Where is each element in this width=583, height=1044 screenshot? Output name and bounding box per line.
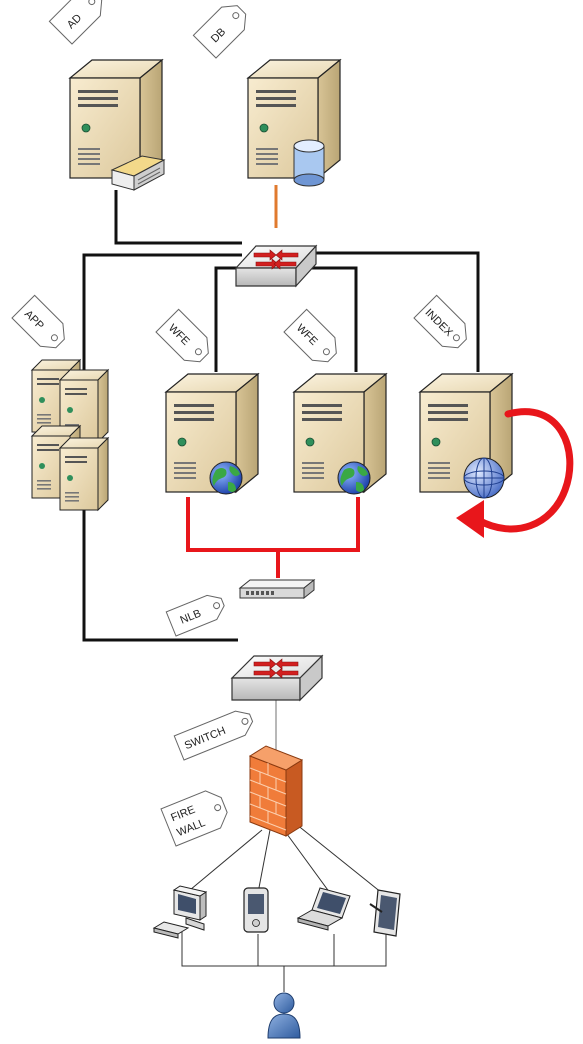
wfe1-tag: WFE: [155, 308, 216, 370]
wfe-server-1: [165, 373, 259, 495]
link-devices-user: [181, 932, 387, 967]
core-switch: [235, 245, 317, 287]
pda-icon: [243, 887, 269, 933]
link-ad-switch: [114, 190, 242, 245]
index-server: [419, 373, 513, 499]
link-switch-wfe2: [300, 266, 358, 372]
directory-icon: [110, 155, 166, 191]
link-firewall-desktop: [183, 829, 263, 896]
firewall-tag: FIRE WALL: [160, 790, 228, 847]
user-icon: [267, 992, 301, 1039]
db-tag: DB: [192, 0, 254, 59]
search-globe-icon: [463, 457, 505, 499]
link-nlb-wfe1: [186, 497, 278, 552]
ad-tag: AD: [48, 0, 110, 45]
crawl-loop-arrow: [456, 408, 574, 538]
edge-switch: [230, 654, 324, 702]
app-tag: APP: [11, 294, 72, 356]
link-switch-index: [312, 251, 480, 372]
firewall-icon: [248, 745, 304, 837]
globe-icon: [337, 461, 371, 495]
wfe2-tag: WFE: [283, 308, 344, 370]
laptop-icon: [296, 887, 351, 931]
nlb-tag: NLB: [165, 594, 225, 637]
link-firewall-tablet: [295, 823, 383, 894]
wfe-server-2: [293, 373, 387, 495]
link-nlb-wfe2: [278, 497, 360, 552]
app-server-cluster: [31, 359, 109, 511]
link-firewall-laptop: [283, 829, 331, 894]
load-balancer: [238, 578, 316, 600]
index-tag: INDEX: [413, 294, 474, 356]
tablet-icon: [369, 889, 401, 937]
database-icon: [293, 139, 325, 187]
ad-server: [69, 59, 166, 191]
globe-icon: [209, 461, 243, 495]
link-firewall-pda: [257, 829, 271, 894]
db-server: [247, 59, 341, 187]
switch-tag: SWITCH: [173, 710, 254, 761]
desktop-pc-icon: [152, 885, 208, 939]
